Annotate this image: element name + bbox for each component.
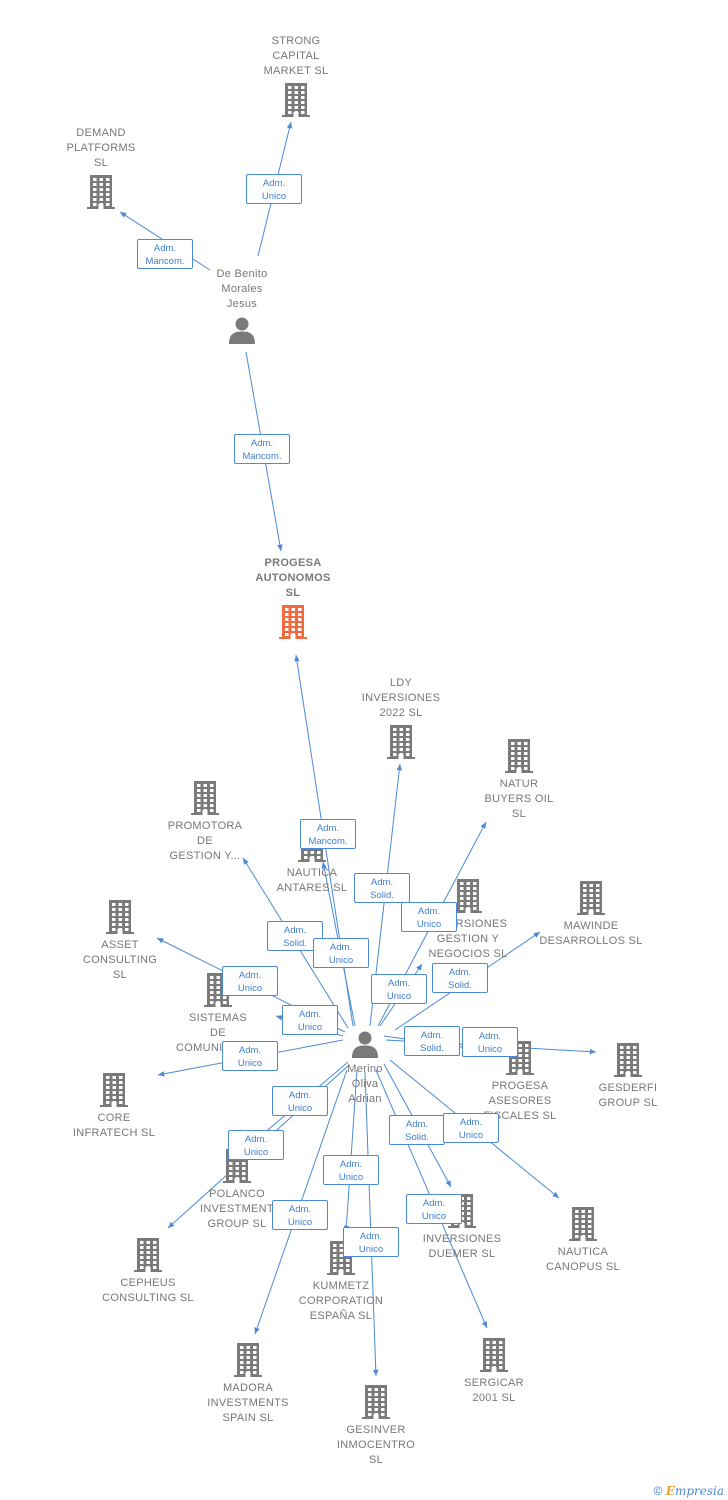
building-icon — [134, 1238, 162, 1277]
footer-brand[interactable]: © Empresia — [654, 1484, 724, 1498]
node-label: GESINVER INMOCENTRO SL — [336, 1424, 416, 1466]
edge-label-nautica-antares: Adm. Unico — [313, 938, 369, 968]
node-promotora[interactable]: PROMOTORA DE GESTION Y... — [135, 781, 275, 864]
node-ldy[interactable]: LDY INVERSIONES 2022 SL — [331, 676, 471, 759]
building-icon — [505, 739, 533, 778]
building-icon — [282, 83, 310, 122]
building-icon — [614, 1043, 642, 1082]
node-label: MADORA INVESTMENTS SPAIN SL — [207, 1382, 289, 1424]
edge-merino-to-gesinver — [364, 1071, 379, 1377]
building-icon — [106, 900, 134, 939]
building-icon — [577, 881, 605, 920]
edge-label-progesa: Adm. Mancom. — [234, 434, 290, 464]
node-natur[interactable]: NATUR BUYERS OIL SL — [449, 739, 589, 822]
node-label: ASSET CONSULTING SL — [82, 939, 158, 981]
edge-label-gesderfi: Adm. Unico — [462, 1027, 518, 1057]
brand-logo: Empresia — [665, 1484, 724, 1498]
node-label: LDY INVERSIONES 2022 SL — [361, 677, 441, 719]
node-label: SERGICAR 2001 SL — [464, 1377, 524, 1404]
edge-label-progesa-asesores: Adm. Solid. — [404, 1026, 460, 1056]
node-label: INVERSIONES DUEMER SL — [422, 1233, 502, 1260]
node-label: STRONG CAPITAL MARKET SL — [263, 35, 329, 77]
edge-label-sistemas: Adm. Unico — [282, 1005, 338, 1035]
copyright-symbol: © — [653, 1484, 663, 1498]
edge-label-gesinver: Adm. Unico — [343, 1227, 399, 1257]
edge-label-strong: Adm. Unico — [246, 174, 302, 204]
node-label: De Benito Morales Jesus — [216, 268, 268, 310]
edge-label-inv-gestion: Adm. Unico — [371, 974, 427, 1004]
node-nautica-canopus[interactable]: NAUTICA CANOPUS SL — [513, 1207, 653, 1275]
node-label: CEPHEUS CONSULTING SL — [102, 1277, 194, 1304]
edge-label-ldy: Adm. Solid. — [354, 873, 410, 903]
edge-label-polanco: Adm. Unico — [272, 1086, 328, 1116]
building-icon — [279, 605, 307, 644]
edge-label-demand: Adm. Mancom. — [137, 239, 193, 269]
node-label: POLANCO INVESTMENT GROUP SL — [200, 1188, 274, 1230]
edge-label-asset: Adm. Unico — [222, 966, 278, 996]
edge-label-natur: Adm. Unico — [401, 902, 457, 932]
building-icon — [191, 781, 219, 820]
edge-label-progesa: Adm. Mancom. — [300, 819, 356, 849]
node-progesa[interactable]: PROGESA AUTONOMOS SL — [223, 556, 363, 639]
edge-label-core: Adm. Unico — [222, 1041, 278, 1071]
node-merino[interactable]: Merino Oliva Adrian — [295, 1030, 435, 1107]
edge-label-nautica-canopus: Adm. Unico — [443, 1113, 499, 1143]
node-label: NAUTICA ANTARES SL — [276, 867, 348, 894]
node-demand[interactable]: DEMAND PLATFORMS SL — [31, 126, 171, 209]
node-label: NAUTICA CANOPUS SL — [546, 1246, 620, 1273]
node-madora[interactable]: MADORA INVESTMENTS SPAIN SL — [178, 1343, 318, 1426]
node-strong[interactable]: STRONG CAPITAL MARKET SL — [226, 34, 366, 117]
edge-merino-to-kummetz — [343, 1069, 358, 1233]
node-label: NATUR BUYERS OIL SL — [484, 778, 554, 820]
building-icon — [387, 725, 415, 764]
node-gesinver[interactable]: GESINVER INMOCENTRO SL — [306, 1385, 446, 1468]
node-label: PROMOTORA DE GESTION Y... — [167, 820, 243, 862]
edge-label-inv-duemer: Adm. Solid. — [389, 1115, 445, 1145]
node-label: PROGESA AUTONOMOS SL — [255, 557, 331, 599]
node-asset[interactable]: ASSET CONSULTING SL — [50, 900, 190, 983]
node-debenito[interactable]: De Benito Morales Jesus — [172, 267, 312, 344]
node-mawinde[interactable]: MAWINDE DESARROLLOS SL — [521, 881, 661, 949]
person-icon — [351, 1030, 379, 1063]
edge-label-kummetz: Adm. Unico — [323, 1155, 379, 1185]
edge-label-madora: Adm. Unico — [272, 1200, 328, 1230]
node-label: MAWINDE DESARROLLOS SL — [539, 920, 643, 947]
building-icon — [87, 175, 115, 214]
node-sergicar[interactable]: SERGICAR 2001 SL — [424, 1338, 564, 1406]
building-icon — [480, 1338, 508, 1377]
node-gesderfi[interactable]: GESDERFI GROUP SL — [558, 1043, 698, 1111]
node-core[interactable]: CORE INFRATECH SL — [44, 1073, 184, 1141]
node-label: KUMMETZ CORPORATION ESPAÑA SL — [298, 1280, 384, 1322]
node-label: GESDERFI GROUP SL — [598, 1082, 658, 1109]
node-label: Merino Oliva Adrian — [347, 1063, 383, 1105]
edge-label-sergicar: Adm. Unico — [406, 1194, 462, 1224]
edge-label-cepheus: Adm. Unico — [228, 1130, 284, 1160]
node-label: DEMAND PLATFORMS SL — [66, 127, 136, 169]
building-icon — [454, 879, 482, 918]
building-icon — [569, 1207, 597, 1246]
node-cepheus[interactable]: CEPHEUS CONSULTING SL — [78, 1238, 218, 1306]
building-icon — [100, 1073, 128, 1112]
edge-label-mawinde: Adm. Solid. — [432, 963, 488, 993]
building-icon — [362, 1385, 390, 1424]
node-label: CORE INFRATECH SL — [72, 1112, 156, 1139]
person-icon — [228, 316, 256, 349]
building-icon — [234, 1343, 262, 1382]
